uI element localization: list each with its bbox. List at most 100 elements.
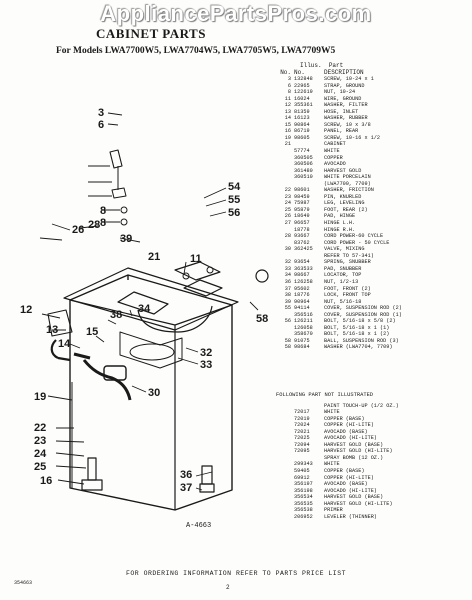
part-number: 91075	[294, 337, 310, 344]
part-description: PANEL, REAR	[324, 128, 359, 135]
part-description: BALL, SUSPENSION ROD (3)	[324, 337, 399, 344]
part-description: HARVEST GOLD (BASE)	[324, 441, 384, 448]
list-item: 299343 WHITE	[276, 461, 466, 468]
part-number: 94114	[294, 305, 310, 312]
part-description: CORD POWER-60 CYCLE	[324, 233, 384, 240]
part-number: 72095	[294, 448, 310, 455]
part-description: AVOCADO (BASE)	[324, 481, 368, 488]
part-number: 360510	[294, 174, 313, 181]
page-number: 2	[226, 584, 230, 591]
part-description: COPPER (BASE)	[324, 468, 365, 475]
illus-number: 22	[284, 187, 291, 194]
part-description: COVER, SUSPENSION ROD (2)	[324, 305, 402, 312]
callout-39: 39	[120, 233, 132, 245]
callout-6: 6	[98, 119, 104, 131]
callout-11: 11	[190, 253, 202, 265]
part-description: HARVEST GOLD (HI-LITE)	[324, 448, 393, 455]
part-number: 90964	[294, 298, 310, 305]
part-number: 361480	[294, 167, 313, 174]
part-number: 126258	[294, 278, 313, 285]
part-description: PAD, HINGE	[324, 213, 356, 220]
illus-number: 39	[284, 298, 291, 305]
list-item: 72017 WHITE	[276, 409, 466, 416]
hinge-bracket	[117, 291, 169, 315]
part-description: WIRE, GROUND	[324, 95, 362, 102]
part-description: HINGE R.H.	[324, 226, 356, 233]
illus-number: 16	[284, 128, 291, 135]
part-description: CABINET	[324, 141, 346, 148]
part-description: NUT, 10-24	[324, 89, 356, 96]
list-item: SPRAY BOMB (12 OZ.)	[276, 455, 466, 462]
part-number: 18778	[294, 226, 310, 233]
header-row-2: No. No. DESCRIPTION	[276, 69, 462, 76]
part-description: AVOCADO (HI-LITE)	[324, 435, 377, 442]
part-number: 98684	[294, 344, 310, 351]
part-description: HINGE L.H.	[324, 220, 356, 227]
part-description: REFER TO 57-341)	[324, 252, 374, 259]
callout-8a: 8	[100, 205, 106, 217]
part-number: 18649	[294, 213, 310, 220]
page-title: CABINET PARTS	[96, 26, 206, 41]
callout-58: 58	[256, 313, 268, 325]
ordering-footer: FOR ORDERING INFORMATION REFER TO PARTS …	[125, 570, 347, 577]
illus-number: 12	[284, 102, 291, 109]
part-number: 299343	[294, 461, 313, 468]
list-item: 72095 HARVEST GOLD (HI-LITE)	[276, 448, 466, 455]
part-number: 72017	[294, 409, 310, 416]
callout-12: 12	[20, 304, 32, 316]
part-description: WASHER, FRICTION	[324, 187, 374, 194]
illus-number: 6	[287, 82, 291, 89]
part-number: 16123	[294, 115, 310, 122]
part-description: VALVE, MIXING	[324, 246, 365, 253]
part-description: COPPER (HI-LITE)	[324, 474, 374, 481]
part-number: 98459	[294, 193, 310, 200]
part-number: 356197	[294, 481, 313, 488]
power-cord	[137, 305, 213, 333]
illus-number: 38	[284, 292, 291, 299]
callout-26: 26	[72, 224, 84, 236]
part-number: 356538	[294, 507, 313, 514]
part-description: WHITE	[324, 409, 340, 416]
not-illustrated-heading: FOLLOWING PART NOT ILLUSTRATED	[276, 392, 374, 398]
part-description: WHITE	[324, 148, 340, 155]
part-number: 96657	[294, 220, 310, 227]
not-illustrated-section: FOLLOWING PART NOT ILLUSTRATED PAINT TOU…	[276, 392, 466, 520]
illus-number: 8	[287, 89, 291, 96]
part-description: WHITE	[324, 461, 340, 468]
part-number: 358670	[294, 331, 313, 338]
part-number: 72025	[294, 435, 310, 442]
list-item: 356197 AVOCADO (BASE)	[276, 481, 466, 488]
illus-number: 3	[287, 76, 291, 82]
header-no-1: No.	[280, 69, 291, 76]
illus-number: 32	[284, 259, 291, 266]
illus-number: 56	[284, 318, 291, 325]
part-description: AVOCADO (BASE)	[324, 428, 368, 435]
callout-3: 3	[98, 107, 104, 119]
illus-number: 14	[284, 115, 291, 122]
callout-8b: 8	[100, 217, 106, 229]
cabinet-exploded-diagram: 3 6 8 8 54 55 56 58 11 12 26 28 39 13 14…	[20, 107, 269, 511]
part-description: WASHER, FILTER	[324, 102, 368, 109]
callout-22: 22	[34, 422, 46, 434]
header-illus: Illus.	[300, 62, 322, 69]
callout-56: 56	[228, 207, 240, 219]
part-description: (LWA7700, 7709)	[324, 180, 371, 187]
part-description: HOSE, INLET	[324, 108, 359, 115]
table-row: 18778 HINGE R.H.	[276, 227, 466, 234]
callout-55: 55	[228, 194, 240, 206]
callout-25: 25	[34, 461, 46, 473]
callout-37: 37	[180, 482, 192, 494]
